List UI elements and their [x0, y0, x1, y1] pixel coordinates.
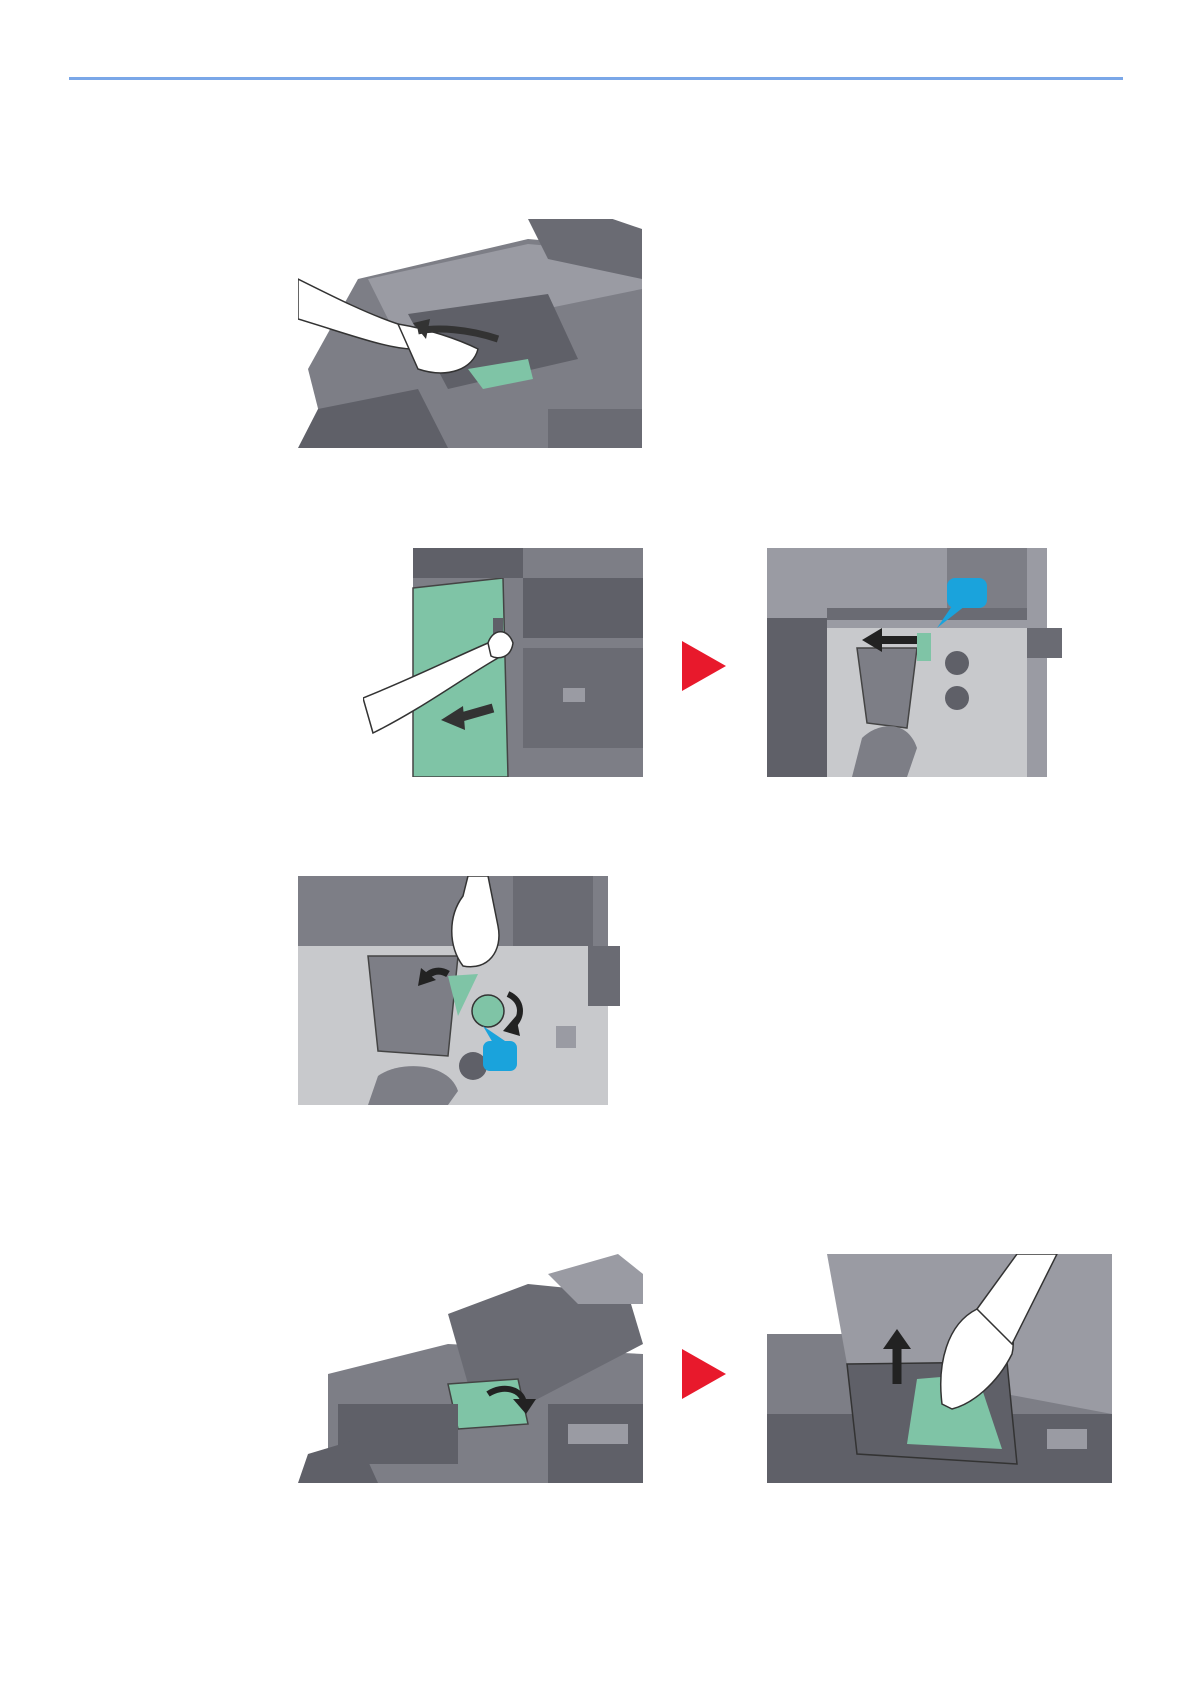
illustration-finisher-lever — [767, 548, 1062, 777]
illustration-finisher-knob — [298, 876, 620, 1105]
next-step-arrow — [682, 1349, 726, 1399]
finisher-front-cover-svg — [363, 548, 643, 777]
header-rule — [69, 77, 1123, 80]
illustration-document-processor-paper — [767, 1254, 1112, 1483]
finisher-knob-svg — [298, 876, 620, 1105]
triangle-right-icon — [682, 1349, 726, 1399]
document-processor-paper-svg — [767, 1254, 1112, 1483]
illustration-finisher-front-cover — [363, 548, 643, 777]
next-step-arrow — [682, 641, 726, 691]
illustration-document-processor-cover — [298, 1254, 643, 1483]
triangle-right-icon — [682, 641, 726, 691]
finisher-lever-svg — [767, 548, 1062, 777]
green-knob — [472, 995, 504, 1027]
illustration-output-tray — [298, 219, 642, 448]
cover-panel — [448, 1379, 528, 1429]
printer-output-tray-svg — [298, 219, 642, 448]
lever-handle — [917, 633, 931, 661]
document-processor-cover-svg — [298, 1254, 643, 1483]
